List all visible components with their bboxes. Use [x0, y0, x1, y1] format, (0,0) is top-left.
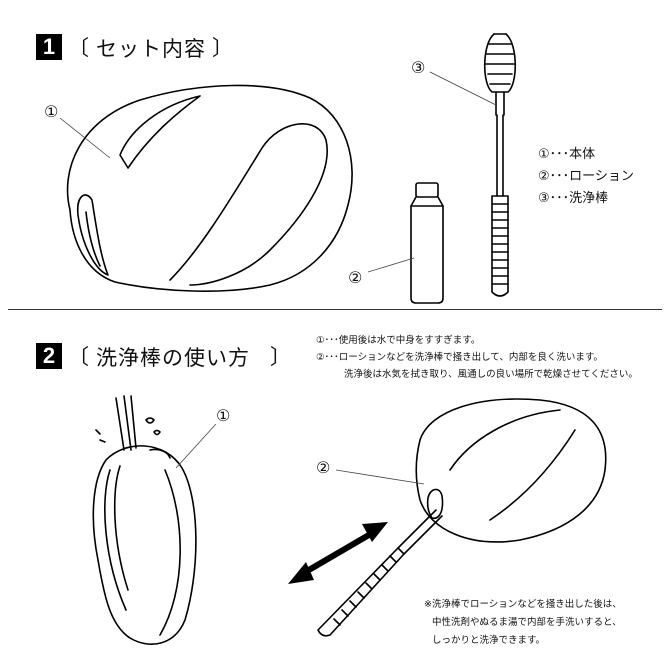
section2-bracket-close: 〕	[270, 345, 291, 369]
label-3: ③	[411, 58, 426, 77]
note-line-2: 中性洗剤やぬるま湯で内部を手洗いすると、	[432, 617, 622, 628]
section1-number: 1	[36, 34, 62, 60]
section2-leader-lines	[175, 423, 425, 485]
product-upright-illustration	[92, 445, 197, 646]
step-label-1: ①	[216, 406, 231, 425]
section2-number: 2	[36, 343, 62, 369]
label-1: ①	[44, 102, 59, 121]
section1-title: セット内容	[96, 37, 206, 61]
legend-item-1: ①･･･本体	[538, 147, 596, 162]
product-horizontal-illustration	[317, 398, 607, 637]
step-label-2: ②	[316, 458, 331, 477]
push-pull-arrow-icon	[288, 522, 388, 584]
label-2: ②	[348, 268, 363, 287]
section2-title: 洗浄棒の使い方	[96, 346, 250, 370]
water-stream-illustration	[95, 395, 161, 451]
instruction-3: 洗浄後は水気を拭き取り、風通しの良い場所で乾燥させてください。	[344, 369, 638, 380]
note-line-3: しっかりと洗浄できます。	[432, 635, 546, 646]
section1-bracket-close: 〕	[212, 36, 233, 60]
instruction-2: ②･･･ローションなどを洗浄棒で掻き出して、内部を良く洗います。	[316, 352, 603, 363]
product-body-illustration	[66, 84, 353, 292]
instruction-1: ①･･･使用後は水で中身をすすぎます。	[316, 335, 481, 346]
cleaning-stick-illustration	[483, 33, 517, 297]
note-line-1: ※洗浄棒でローションなどを掻き出した後は、	[424, 599, 622, 610]
legend-item-3: ③･･･洗浄棒	[538, 191, 609, 206]
section2-bracket-open: 〔	[68, 345, 89, 369]
section-divider	[8, 309, 662, 310]
section1-bracket-open: 〔	[68, 36, 89, 60]
lotion-bottle-illustration	[410, 182, 444, 304]
legend-item-2: ②･･･ローション	[538, 169, 634, 184]
section1-leader-lines	[59, 71, 497, 273]
